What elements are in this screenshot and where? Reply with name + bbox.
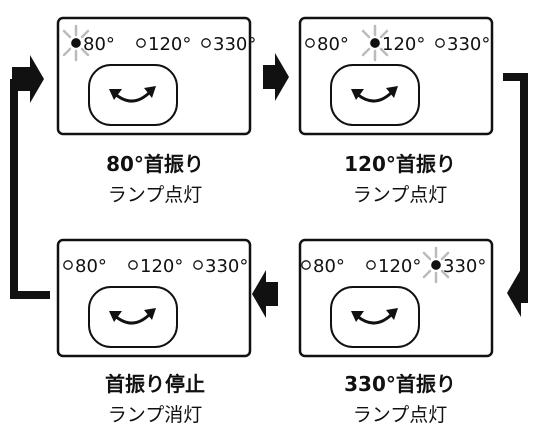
mode-option-label: 80° xyxy=(75,256,107,277)
label-330: 330°首振り ランプ点灯 xyxy=(290,374,510,425)
mode-option-label: 330° xyxy=(443,256,486,277)
mode-indicator-dot xyxy=(431,260,441,270)
label-80: 80°首振り ランプ点灯 xyxy=(45,154,265,205)
mode-indicator-dot xyxy=(136,38,146,48)
oscillation-button xyxy=(88,286,178,348)
label-stop: 首振り停止 ランプ消灯 xyxy=(45,374,265,425)
mode-title: 80°首振り xyxy=(106,152,204,176)
lamp-status: ランプ点灯 xyxy=(352,184,448,206)
panel-stop: 80° 120° 330° xyxy=(56,238,252,358)
mode-indicator-dot xyxy=(128,260,138,270)
arrow-head-right-connector xyxy=(507,269,528,317)
mode-option-label: 120° xyxy=(382,34,425,55)
mode-indicator-dot xyxy=(63,260,73,270)
mode-indicator-dot xyxy=(305,38,315,48)
oscillation-arrow-icon xyxy=(109,308,156,325)
arrow-head-left-connector xyxy=(12,55,44,103)
mode-option-label: 330° xyxy=(213,34,256,55)
mode-indicator-dot xyxy=(435,38,445,48)
mode-option-label: 120° xyxy=(148,34,191,55)
mode-option-label: 330° xyxy=(205,256,248,277)
arrow-left-bottom xyxy=(252,270,278,318)
oscillation-button xyxy=(88,64,178,126)
mode-indicator-dot xyxy=(370,38,380,48)
lamp-status: ランプ消灯 xyxy=(107,404,203,426)
mode-title: 首振り停止 xyxy=(105,372,205,396)
mode-indicator-dot xyxy=(366,260,376,270)
lamp-glow-icon xyxy=(62,24,90,62)
lamp-status: ランプ点灯 xyxy=(107,184,203,206)
mode-option-label: 120° xyxy=(378,256,421,277)
mode-indicator-dot xyxy=(201,38,211,48)
connector-left xyxy=(10,79,50,299)
mode-indicator-dot xyxy=(301,260,311,270)
mode-title: 120°首振り xyxy=(344,152,456,176)
label-120: 120°首振り ランプ点灯 xyxy=(290,154,510,205)
mode-indicators: 80° 120° 330° xyxy=(301,246,486,284)
flow-arrows xyxy=(10,53,528,318)
mode-indicators: 80° 120° 330° xyxy=(305,24,490,62)
oscillation-arrow-icon xyxy=(351,86,398,103)
mode-indicator-dot xyxy=(71,38,81,48)
lamp-glow-icon xyxy=(422,246,450,284)
mode-option-label: 120° xyxy=(140,256,183,277)
panel-80: 80° 120° 330° xyxy=(56,16,256,136)
mode-option-label: 80° xyxy=(317,34,349,55)
mode-indicators: 80° 120° 330° xyxy=(63,256,248,277)
panel-120: 80° 120° 330° xyxy=(298,16,494,136)
mode-option-label: 80° xyxy=(313,256,345,277)
lamp-glow-icon xyxy=(361,24,389,62)
connector-right xyxy=(503,73,528,293)
lamp-status: ランプ点灯 xyxy=(352,404,448,426)
mode-option-label: 330° xyxy=(447,34,490,55)
oscillation-arrow-icon xyxy=(109,86,156,103)
mode-title: 330°首振り xyxy=(344,372,456,396)
oscillation-button xyxy=(330,286,420,348)
mode-option-label: 80° xyxy=(83,34,115,55)
mode-indicators: 80° 120° 330° xyxy=(62,24,256,62)
panel-330: 80° 120° 330° xyxy=(298,238,494,358)
arrow-right-top xyxy=(263,53,289,101)
oscillation-button xyxy=(330,64,420,126)
oscillation-arrow-icon xyxy=(351,308,398,325)
mode-indicator-dot xyxy=(193,260,203,270)
